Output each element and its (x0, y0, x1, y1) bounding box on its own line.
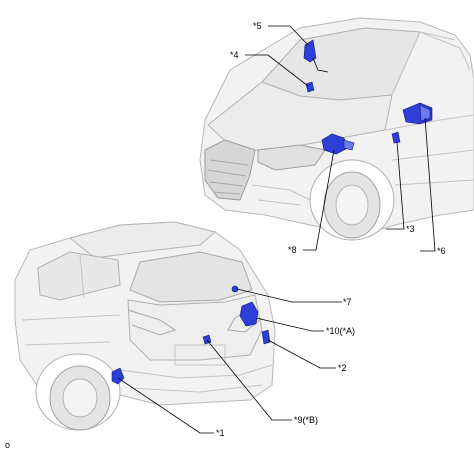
leader-2 (267, 339, 336, 369)
callout-10: *10(*A) (326, 326, 355, 336)
front-grille (204, 139, 256, 201)
leader-3 (386, 141, 405, 230)
callout-8: *8 (288, 245, 297, 255)
callout-1: *1 (216, 428, 225, 438)
front-headlight (257, 144, 326, 171)
leader-lines (117, 25, 436, 434)
rear-side-window (37, 251, 121, 301)
leader-6 (420, 117, 436, 252)
part-8-connector (343, 139, 355, 151)
leader-7 (236, 288, 342, 303)
part-10-module (239, 301, 259, 327)
callout-7: *7 (343, 297, 352, 307)
figure-code: o (5, 440, 10, 450)
leader-4 (245, 54, 309, 87)
part-2-sensor (261, 329, 271, 345)
callout-2: *2 (338, 363, 347, 373)
front-vehicle-illustration (199, 17, 474, 241)
part-4-sensor (305, 81, 315, 93)
part-5-inner-mirror (303, 39, 317, 63)
callout-3: *3 (406, 224, 415, 234)
rear-tailgate (127, 294, 263, 361)
leader-9 (206, 339, 292, 421)
rear-window (129, 251, 253, 303)
rear-vehicle-parts (111, 285, 271, 385)
part-9-sensor (202, 334, 212, 345)
leader-1 (117, 377, 214, 434)
callout-5: *5 (253, 21, 262, 31)
callout-6: *6 (437, 246, 446, 256)
leader-8 (303, 149, 335, 251)
part-3-sensor (391, 131, 401, 144)
leader-10 (255, 317, 324, 332)
callout-4: *4 (230, 50, 239, 60)
callout-9: *9(*B) (294, 415, 318, 425)
leader-5 (268, 25, 309, 46)
rear-vehicle-illustration (14, 221, 276, 431)
callout-labels: *5 *4 *8 *3 *6 *7 *10(*A) *2 *9(*B) *1 o (5, 21, 446, 450)
